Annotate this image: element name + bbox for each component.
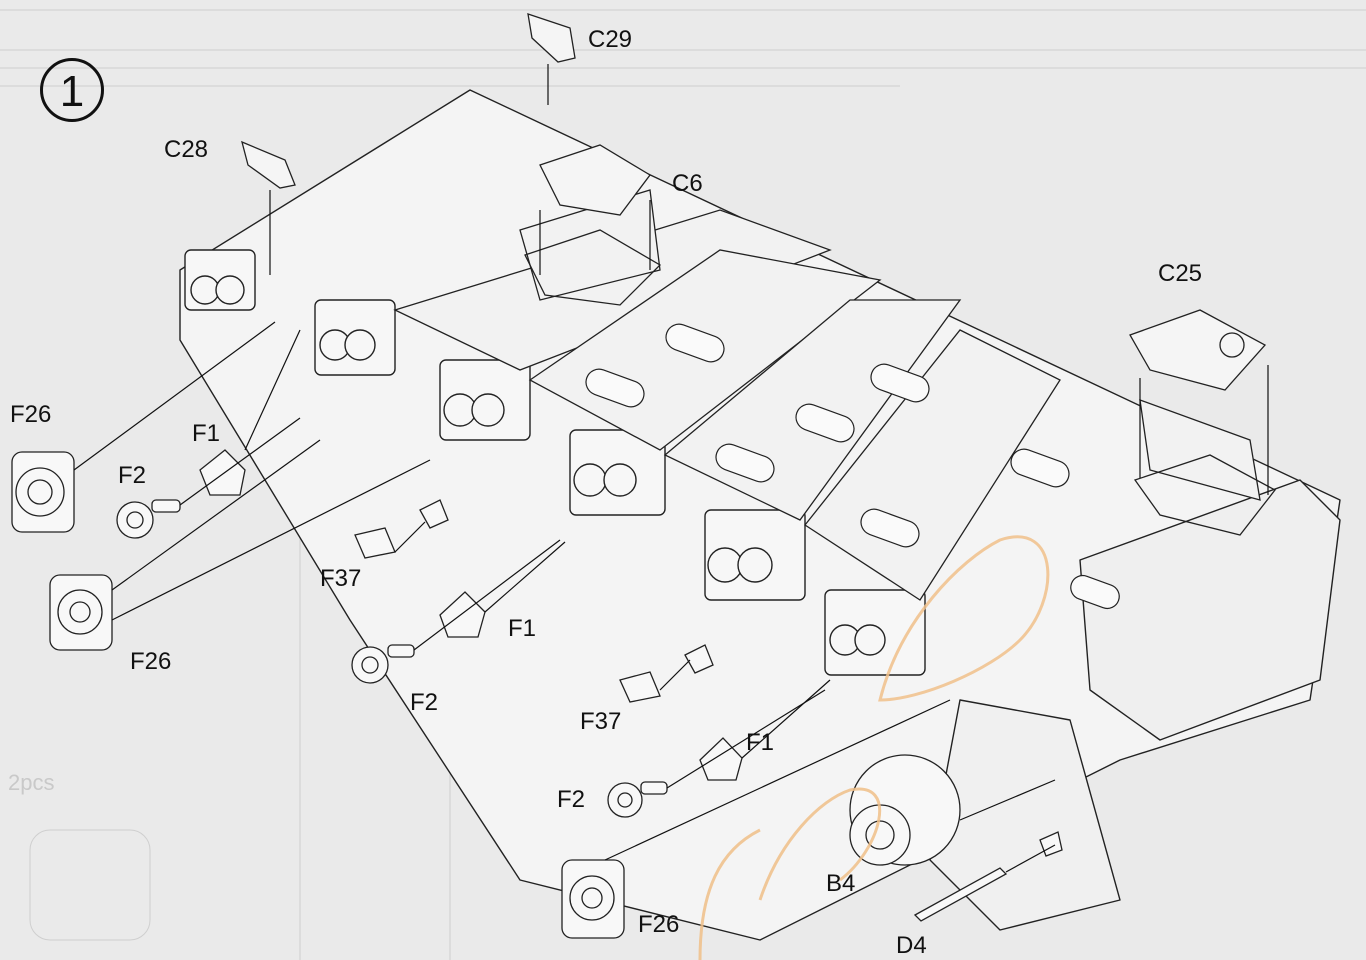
- f26-part-top: [11, 451, 75, 533]
- exploded-parts: [11, 449, 1063, 939]
- c25-cover: [1129, 309, 1267, 391]
- station-4: [569, 429, 666, 516]
- label-c25: C25: [1158, 260, 1203, 287]
- label-d4: D4: [896, 932, 927, 959]
- label-f1-b: F1: [508, 615, 537, 642]
- guide-lines: [73, 64, 1269, 873]
- label-f37-b: F37: [580, 708, 622, 735]
- f2-part-a: [116, 499, 181, 539]
- step-number-circle: 1: [40, 58, 104, 122]
- label-f1-c: F1: [746, 729, 775, 756]
- label-f37-a: F37: [320, 565, 362, 592]
- f26-part-mid: [49, 574, 113, 651]
- floor-ovals: [585, 323, 1120, 610]
- label-f26-bottom: F26: [638, 911, 680, 938]
- label-f2-a: F2: [118, 462, 147, 489]
- label-b4: B4: [826, 870, 856, 897]
- station-6: [824, 589, 926, 676]
- c28-part: [241, 140, 296, 189]
- f1-part-b: [439, 591, 486, 638]
- label-f1-a: F1: [192, 420, 221, 447]
- station-3: [439, 359, 531, 441]
- label-f2-c: F2: [557, 786, 586, 813]
- f1-part-a: [199, 449, 246, 496]
- c6-recess: [524, 229, 662, 306]
- step-number: 1: [59, 67, 85, 116]
- suspension-stations: [184, 249, 926, 676]
- reverse-side-bleed: [0, 9, 1366, 960]
- c6-cover: [539, 144, 651, 216]
- c25-recess: [1133, 454, 1276, 536]
- hatch-covers: [524, 144, 1276, 536]
- label-f26-top: F26: [10, 401, 52, 428]
- label-c6: C6: [672, 170, 703, 197]
- station-2: [314, 299, 396, 376]
- bleed-text-pcs: 2pcs: [8, 770, 55, 795]
- label-f2-b: F2: [410, 689, 439, 716]
- f2-part-b: [351, 644, 415, 684]
- f2-part-c: [607, 781, 668, 818]
- f37-part-a: [354, 499, 449, 559]
- f37-part-b: [619, 644, 714, 703]
- small-brackets: [241, 13, 576, 189]
- station-1: [184, 249, 256, 311]
- station-5: [704, 509, 806, 601]
- label-c29: C29: [588, 26, 633, 53]
- c29-part: [527, 13, 576, 63]
- label-f26-mid: F26: [130, 648, 172, 675]
- watermark: [698, 535, 1050, 960]
- rear-plate: [1079, 479, 1341, 741]
- label-c28: C28: [164, 136, 209, 163]
- f26-part-bottom: [561, 859, 625, 939]
